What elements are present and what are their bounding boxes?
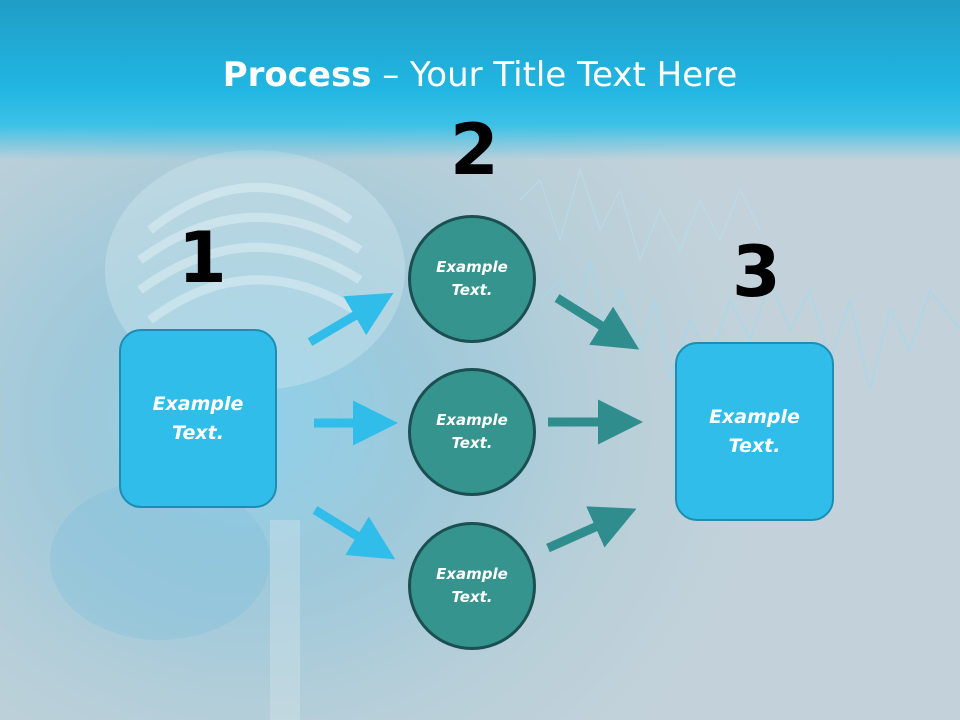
step-number-1: 1 [178,217,227,299]
arrow-from-circle-1 [554,294,640,350]
arrow-to-circle-1 [307,292,394,346]
step-2-circle-middle: Example Text. [408,368,536,496]
arrow-from-circle-3 [546,506,637,553]
circle-top-text: Example Text. [436,258,508,299]
step-3-box: Example Text. [675,342,834,521]
circle-middle-text: Example Text. [436,411,508,452]
step-number-2: 2 [450,109,499,191]
step-1-text: Example Text. [152,392,244,444]
step-2-circle-top: Example Text. [408,215,536,343]
arrow-to-circle-3 [312,506,396,560]
title-rest: – Your Title Text Here [371,55,738,95]
circle-bottom-text: Example Text. [436,565,508,606]
title-bold: Process [222,55,372,95]
step-number-3: 3 [732,231,781,313]
step-1-box: Example Text. [119,329,277,508]
step-2-circle-bottom: Example Text. [408,522,536,650]
title-bar [0,0,960,160]
step-3-text: Example Text. [709,405,800,457]
slide-title: Process – Your Title Text Here [0,52,960,98]
